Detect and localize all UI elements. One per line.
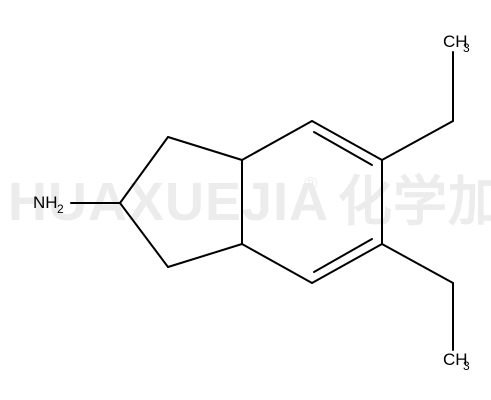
bond-c2-c3 bbox=[119, 202, 169, 268]
bond-c7-c6 bbox=[311, 120, 383, 161]
methyl-top-subscript: 3 bbox=[463, 41, 470, 55]
bond-skeleton bbox=[70, 51, 454, 351]
methyl-bottom-symbol: CH bbox=[443, 350, 468, 369]
bond-c5-c4-inner bbox=[313, 238, 373, 273]
watermark-text: HUAXUEJIA bbox=[8, 172, 329, 232]
amine-subscript: 2 bbox=[57, 202, 64, 216]
bond-c7-c6-inner bbox=[313, 131, 373, 166]
atom-labels: NH 2 CH 3 CH 3 bbox=[33, 32, 470, 373]
bond-c2-c1 bbox=[119, 136, 169, 204]
bond-c6-ethyl-ch2 bbox=[381, 120, 454, 161]
methyl-bottom-label: CH 3 bbox=[443, 350, 470, 373]
bond-c5-ethyl-ch2 bbox=[381, 243, 454, 284]
amine-label: NH 2 bbox=[33, 193, 64, 216]
bond-c1-c7a bbox=[167, 136, 243, 161]
watermark-chinese-text: 化学加 bbox=[338, 172, 491, 232]
bond-c7a-c7 bbox=[241, 120, 313, 161]
bond-c5-c4 bbox=[311, 243, 383, 284]
bond-c3-c3a bbox=[167, 243, 243, 268]
methyl-bottom-subscript: 3 bbox=[463, 359, 470, 373]
bond-c4-c3a bbox=[241, 243, 313, 284]
watermark-registered-mark: ® bbox=[304, 174, 317, 194]
amine-symbol: NH bbox=[33, 193, 58, 212]
methyl-top-symbol: CH bbox=[443, 32, 468, 51]
methyl-top-label: CH 3 bbox=[443, 32, 470, 55]
watermark: HUAXUEJIA ® 化学加 bbox=[8, 172, 491, 232]
